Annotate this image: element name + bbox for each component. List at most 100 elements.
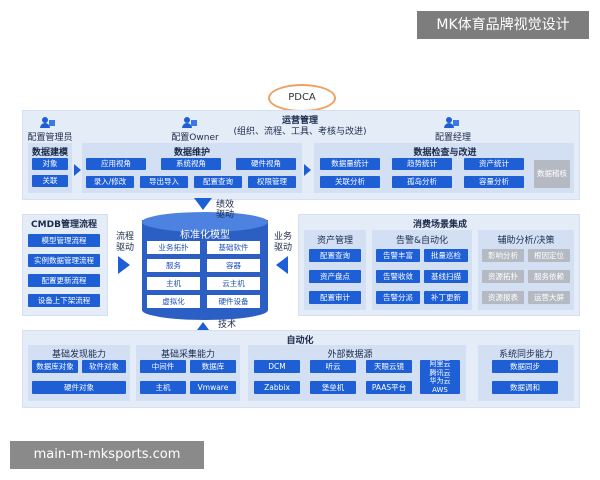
ops-subtitle: (组织、流程、工具、考核与改进) bbox=[233, 127, 367, 137]
asset-config-audit: 配置审计 bbox=[309, 291, 361, 304]
consume-title: 消费场景集成 bbox=[412, 220, 467, 230]
external-dcm: DCM bbox=[254, 360, 300, 373]
external-cloud-providers: 阿里云 腾讯云 华为云 AWS bbox=[420, 360, 460, 394]
maintain-permission: 权限管理 bbox=[248, 176, 296, 188]
collect-title: 基础采集能力 bbox=[160, 350, 215, 360]
cmdb-instance-process: 实例数据管理流程 bbox=[28, 254, 100, 267]
maintain-export-import: 导出导入 bbox=[140, 176, 188, 188]
maintain-input-edit: 录入/修改 bbox=[86, 176, 134, 188]
flow-driven-arrow bbox=[118, 256, 130, 274]
flow-driven-label-2: 驱动 bbox=[115, 243, 134, 253]
model-title: 标准化模型 bbox=[180, 230, 230, 241]
model-base-software: 基础软件 bbox=[207, 241, 260, 254]
check-trend-stats: 趋势统计 bbox=[392, 158, 452, 170]
modeling-object: 对象 bbox=[32, 158, 68, 170]
watermark-top: MK体育品牌视觉设计 bbox=[417, 11, 589, 39]
model-cylinder-top bbox=[142, 212, 268, 232]
cloud-tencent: 腾讯云 bbox=[429, 368, 451, 377]
model-container: 容器 bbox=[207, 259, 260, 272]
ops-title: 运营管理 bbox=[281, 116, 318, 126]
model-service: 服务 bbox=[147, 259, 200, 272]
alert-enrich: 告警丰富 bbox=[376, 249, 420, 262]
asset-config-query: 配置查询 bbox=[309, 249, 361, 262]
cloud-huawei: 华为云 bbox=[429, 377, 451, 385]
asset-title: 资产管理 bbox=[316, 236, 353, 246]
model-cloud-host: 云主机 bbox=[207, 277, 260, 290]
cmdb-model-process: 模型管理流程 bbox=[28, 234, 100, 247]
maintain-app-view: 应用视角 bbox=[86, 158, 146, 170]
sync-data-reconcile: 数据调和 bbox=[492, 381, 558, 394]
cloud-aliyun: 阿里云 bbox=[429, 360, 451, 368]
perf-driven-arrow bbox=[194, 198, 212, 210]
pdca-cycle: PDCA bbox=[268, 84, 336, 112]
collect-host: 主机 bbox=[140, 381, 186, 394]
cmdb-device-process: 设备上下架流程 bbox=[28, 294, 100, 307]
model-hardware-device: 硬件设备 bbox=[207, 295, 260, 308]
external-zabbix: Zabbix bbox=[254, 381, 300, 394]
collect-vmware: Vmware bbox=[190, 381, 236, 394]
discover-db-object: 数据库对象 bbox=[32, 360, 78, 373]
check-data-audit: 数据稽核 bbox=[534, 160, 570, 188]
cloud-aws: AWS bbox=[432, 385, 448, 394]
perf-driven-label-1: 绩效 bbox=[215, 200, 234, 210]
tech-support-label-1: 技术 bbox=[217, 320, 236, 330]
model-host: 主机 bbox=[147, 277, 200, 290]
sync-data-sync: 数据同步 bbox=[492, 360, 558, 373]
check-island-analysis: 孤岛分析 bbox=[392, 176, 452, 188]
maintain-title: 数据维护 bbox=[173, 148, 210, 158]
biz-driven-label-1: 业务 bbox=[273, 232, 292, 242]
flow-driven-label-1: 流程 bbox=[115, 232, 134, 242]
check-relation-analysis: 关联分析 bbox=[320, 176, 380, 188]
maintain-config-query: 配置查询 bbox=[194, 176, 242, 188]
external-tianyan: 天眼云镜 bbox=[366, 360, 412, 373]
maintain-system-view: 系统视角 bbox=[161, 158, 221, 170]
role-owner: 配置Owner bbox=[171, 133, 219, 143]
external-title: 外部数据源 bbox=[327, 350, 373, 360]
discover-software-object: 软件对象 bbox=[82, 360, 126, 373]
sync-title: 系统同步能力 bbox=[498, 350, 553, 360]
aux-resource-report: 资源报表 bbox=[482, 291, 524, 304]
external-paas: PAAS平台 bbox=[366, 381, 412, 394]
collect-middleware: 中间件 bbox=[140, 360, 186, 373]
alert-converge: 告警收敛 bbox=[376, 270, 420, 283]
arrow-maintain-to-check bbox=[304, 164, 311, 176]
alert-baseline-scan: 基线扫描 bbox=[424, 270, 468, 283]
aux-root-cause: 根因定位 bbox=[528, 249, 570, 262]
check-volume-stats: 数据量统计 bbox=[320, 158, 380, 170]
alert-batch-inspection: 批量巡检 bbox=[424, 249, 468, 262]
check-asset-stats: 资产统计 bbox=[464, 158, 524, 170]
watermark-bottom: main-m-mksports.com bbox=[10, 441, 204, 469]
aux-service-dependency: 服务依赖 bbox=[528, 270, 570, 283]
cmdb-title: CMDB管理流程 bbox=[31, 220, 97, 230]
maintain-hardware-view: 硬件视角 bbox=[236, 158, 296, 170]
collect-database: 数据库 bbox=[190, 360, 236, 373]
external-tingyun: 听云 bbox=[310, 360, 356, 373]
discover-hardware-object: 硬件对象 bbox=[32, 381, 126, 394]
auto-title: 自动化 bbox=[286, 336, 314, 346]
cmdb-update-process: 配置更新流程 bbox=[28, 274, 100, 287]
admin-person-icon bbox=[40, 117, 55, 128]
alert-title: 告警&自动化 bbox=[395, 236, 449, 246]
aux-title: 辅助分析/决策 bbox=[497, 236, 555, 246]
discover-title: 基础发现能力 bbox=[51, 350, 106, 360]
role-admin: 配置管理员 bbox=[27, 133, 73, 143]
check-capacity-analysis: 容量分析 bbox=[464, 176, 524, 188]
alert-dispatch: 告警分派 bbox=[376, 291, 420, 304]
biz-driven-arrow bbox=[276, 256, 288, 274]
modeling-title: 数据建模 bbox=[31, 148, 68, 158]
aux-resource-topology: 资源拓扑 bbox=[482, 270, 524, 283]
external-bastion: 堡垒机 bbox=[310, 381, 356, 394]
check-title: 数据检查与改进 bbox=[413, 148, 477, 158]
manager-person-icon bbox=[444, 117, 459, 128]
biz-driven-label-2: 驱动 bbox=[273, 243, 292, 253]
asset-inventory: 资产盘点 bbox=[309, 270, 361, 283]
model-business-topology: 业务拓扑 bbox=[147, 241, 200, 254]
modeling-relation: 关联 bbox=[32, 175, 68, 187]
aux-impact-analysis: 影响分析 bbox=[482, 249, 524, 262]
role-manager: 配置经理 bbox=[434, 133, 471, 143]
arrow-modeling-to-maintain bbox=[74, 164, 81, 176]
owner-person-icon bbox=[182, 117, 197, 128]
model-virtualization: 虚拟化 bbox=[147, 295, 200, 308]
perf-driven-label-2: 驱动 bbox=[215, 210, 234, 220]
alert-patch-update: 补丁更新 bbox=[424, 291, 468, 304]
